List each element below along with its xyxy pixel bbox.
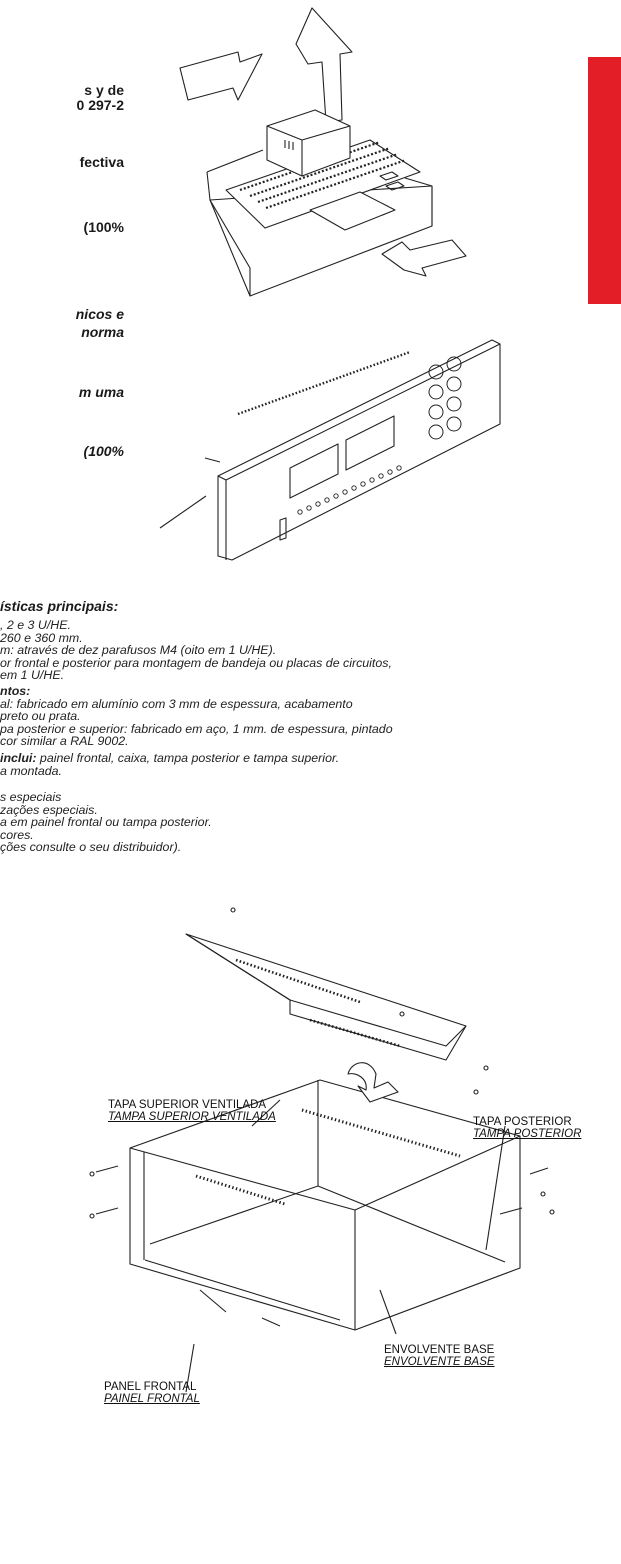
callout-top-cover: TAPA SUPERIOR VENTILADA TAMPA SUPERIOR V… — [108, 1099, 276, 1123]
es-text-line-4: (100% — [83, 219, 124, 235]
callout-front-panel-es: PANEL FRONTAL — [104, 1381, 197, 1393]
callout-base-es: ENVOLVENTE BASE — [384, 1344, 495, 1356]
leader-rear-cover — [485, 1125, 506, 1251]
list-item: 260 e 360 mm. — [0, 630, 83, 645]
list-item: al: fabricado em alumínio com 3 mm de es… — [0, 696, 353, 711]
list-item: ntos: — [0, 684, 31, 698]
pt-text-line-3: m uma — [78, 384, 124, 400]
components-list: ntos: al: fabricado em alumínio com 3 mm… — [0, 685, 621, 748]
callout-top-cover-es: TAPA SUPERIOR VENTILADA — [108, 1099, 267, 1111]
pt-text-line-2: norma — [81, 324, 124, 340]
callout-top-cover-pt: TAMPA SUPERIOR VENTILADA — [108, 1111, 276, 1123]
es-text-line-3: fectiva — [79, 154, 124, 170]
red-side-tab — [588, 57, 621, 304]
features-list: , 2 e 3 U/HE. 260 e 360 mm. m: através d… — [0, 619, 621, 682]
features-heading: ísticas principais: — [0, 598, 119, 614]
callout-rear-cover-pt: TAMPA POSTERIOR — [473, 1128, 582, 1140]
callout-rear-cover: TAPA POSTERIOR TAMPA POSTERIOR — [473, 1116, 581, 1140]
es-text-line-2: 0 297-2 — [76, 97, 124, 113]
list-item: ções consulte o seu distribuidor). — [0, 840, 182, 855]
list-item: em 1 U/HE. — [0, 668, 65, 683]
callout-base: ENVOLVENTE BASE ENVOLVENTE BASE — [384, 1344, 495, 1368]
list-item: preto ou prata. — [0, 709, 81, 724]
callout-front-panel: PANEL FRONTAL PAINEL FRONTAL — [104, 1381, 200, 1405]
list-item: cores. — [0, 827, 34, 842]
list-item: s especiais — [0, 790, 62, 804]
supply-list: inclui: painel frontal, caixa, tampa pos… — [0, 752, 621, 777]
list-item: inclui: painel frontal, caixa, tampa pos… — [0, 751, 340, 765]
callout-rear-cover-es: TAPA POSTERIOR — [473, 1116, 572, 1128]
list-item: m: através de dez parafusos M4 (oito em … — [0, 643, 277, 658]
callout-front-panel-pt: PAINEL FRONTAL — [104, 1393, 200, 1405]
list-item: zações especiais. — [0, 802, 98, 817]
list-item: cor similar a RAL 9002. — [0, 734, 129, 749]
es-text-line-1: s y de — [84, 82, 124, 98]
leader-front-panel — [185, 1343, 195, 1393]
list-item: or frontal e posterior para montagem de … — [0, 655, 392, 670]
list-item: a em painel frontal ou tampa posterior. — [0, 815, 212, 830]
pt-text-line-1: nicos e — [75, 306, 124, 322]
leader-top-cover — [251, 1099, 281, 1127]
list-item: pa posterior e superior: fabricado em aç… — [0, 721, 393, 736]
leader-base — [379, 1289, 397, 1335]
list-item: , 2 e 3 U/HE. — [0, 618, 71, 632]
callout-base-pt: ENVOLVENTE BASE — [384, 1356, 495, 1368]
pt-text-line-4: (100% — [83, 443, 124, 459]
options-list: s especiais zações especiais. a em paine… — [0, 791, 621, 854]
open-chassis-illustration — [179, 7, 467, 297]
list-item: a montada. — [0, 763, 62, 778]
front-panel-illustration — [159, 339, 501, 561]
exploded-assembly-illustration — [89, 907, 555, 1331]
